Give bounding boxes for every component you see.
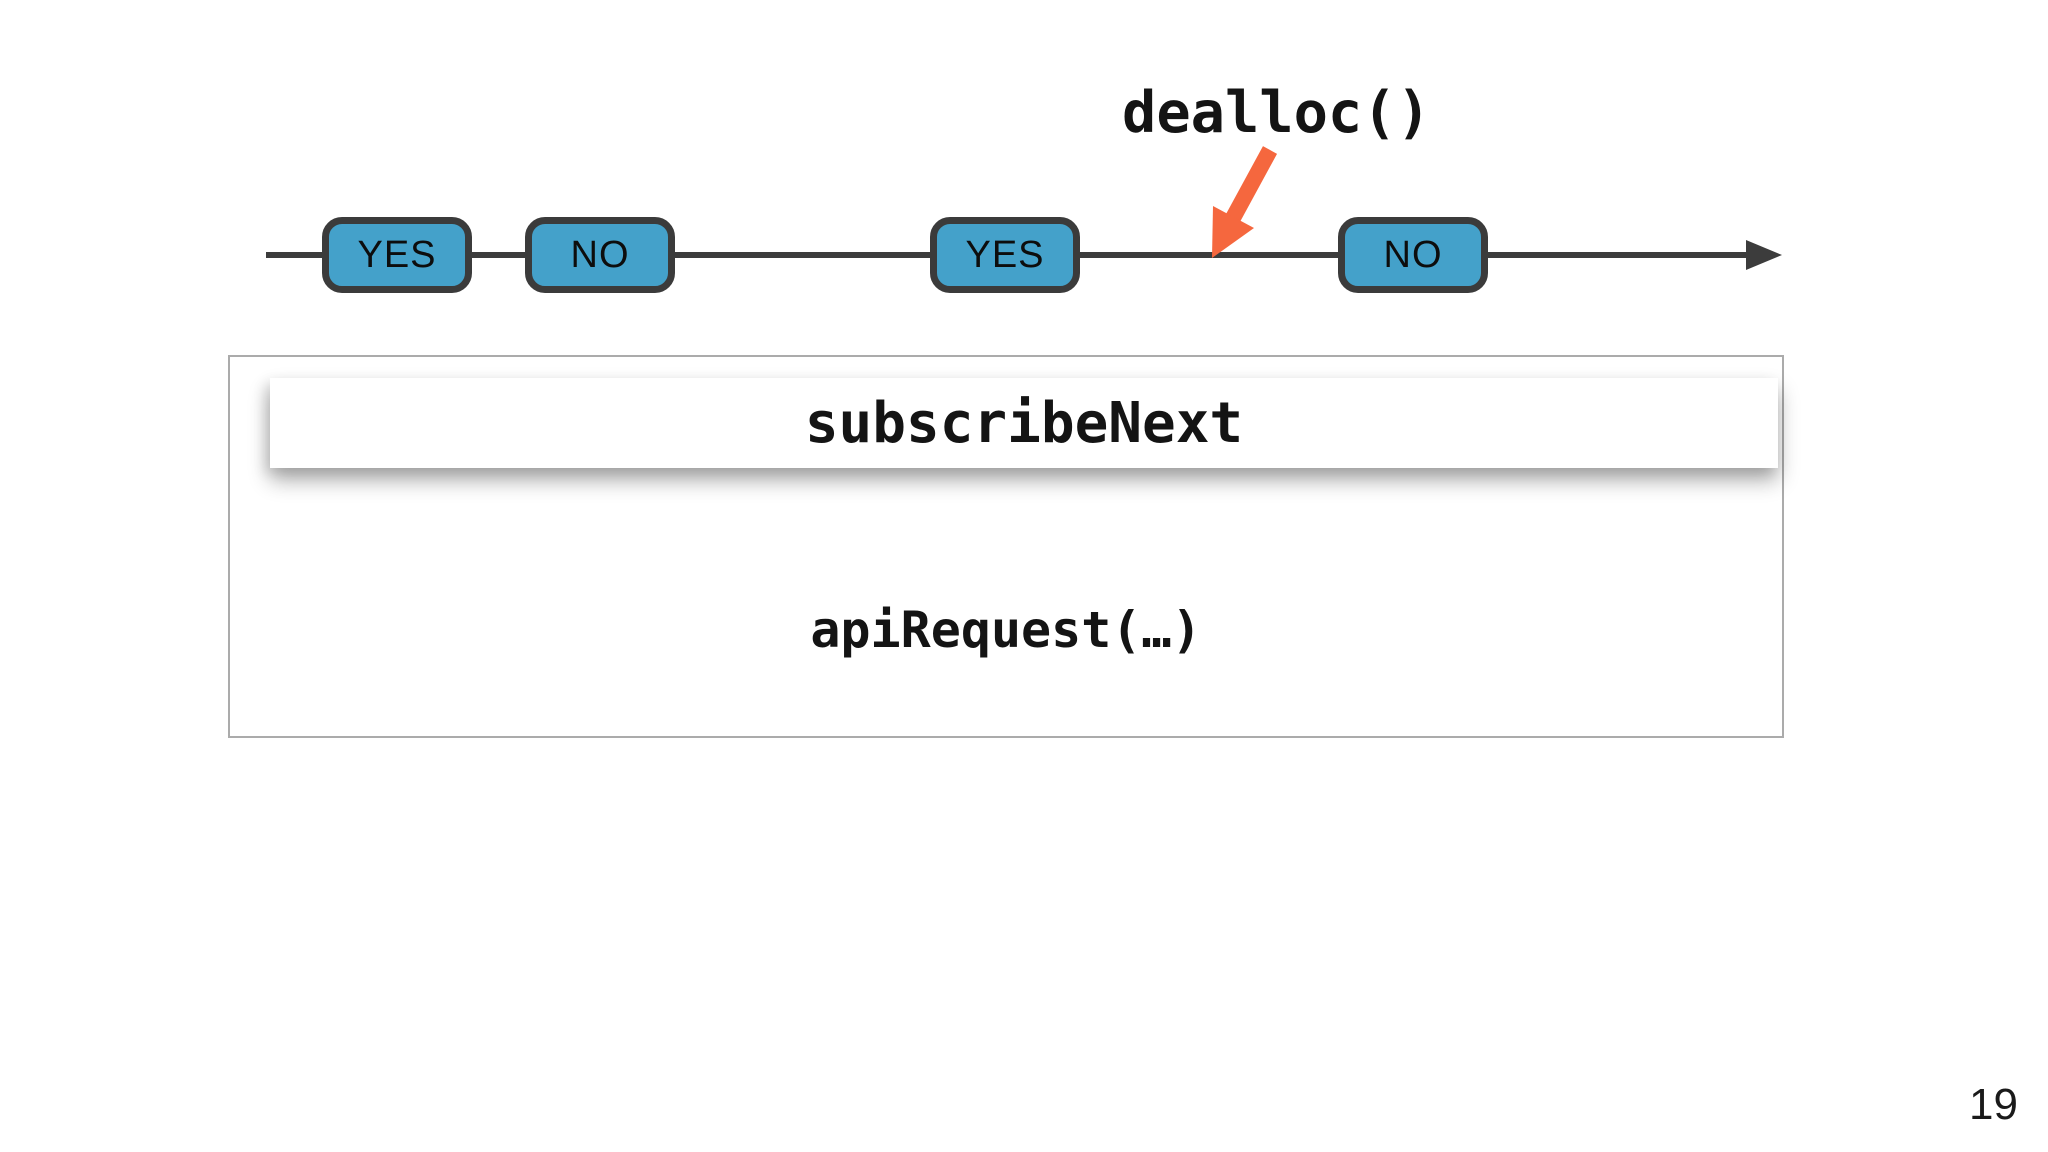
page-number: 19 [1969,1080,2018,1129]
api-request-label: apiRequest(…) [810,601,1202,659]
timeline-event-yes-2: YES [930,217,1080,293]
subscription-box: subscribeNext apiRequest(…) [228,355,1784,738]
timeline-event-yes-1: YES [322,217,472,293]
timeline-arrowhead-icon [1746,240,1782,270]
event-label: YES [357,233,437,276]
dealloc-annotation-label: dealloc() [1122,80,1431,146]
event-label: YES [965,233,1045,276]
event-label: NO [1383,233,1443,276]
timeline-event-no-2: NO [1338,217,1488,293]
event-label: NO [570,233,630,276]
subscribe-next-label: subscribeNext [804,390,1244,456]
subscribe-next-bar: subscribeNext [270,378,1778,468]
timeline-event-no-1: NO [525,217,675,293]
dealloc-arrow-icon [1212,146,1278,258]
